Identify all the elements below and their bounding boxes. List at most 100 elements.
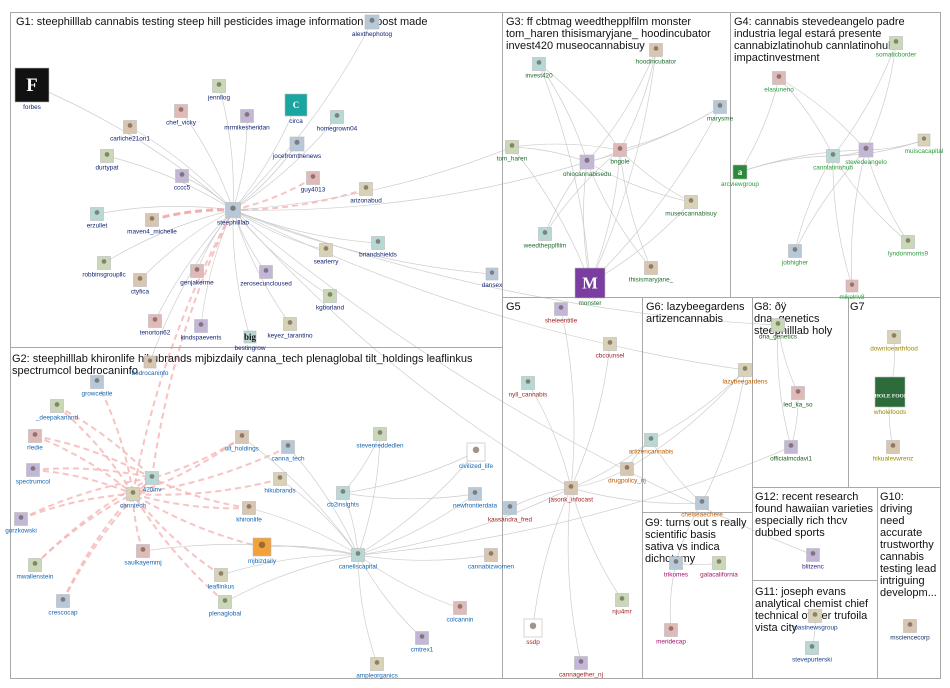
node-chelseaechere[interactable]: chelseaechere	[681, 496, 723, 519]
node-elasuneno[interactable]: elasuneno	[764, 71, 794, 94]
node-weedthepplfilm[interactable]: weedthepplfilm	[523, 227, 567, 250]
node-thisismaryjane_[interactable]: thisismaryjane_	[629, 261, 674, 284]
node-blitzenc[interactable]: blitzenc	[802, 548, 825, 571]
node-cccc5[interactable]: cccc5	[174, 169, 191, 192]
node-cmtrex1[interactable]: cmtrex1	[411, 631, 434, 654]
node-carliche21on1[interactable]: carliche21on1	[110, 120, 150, 143]
node-trikomes[interactable]: trikomes	[664, 556, 688, 579]
node-hikualevwrenz[interactable]: hikualevwrenz	[873, 440, 914, 463]
node-rledie[interactable]: rledie	[27, 429, 43, 452]
node-plenaglobal[interactable]: plenaglobal	[209, 595, 242, 618]
node-galacalifornia[interactable]: galacalifornia	[700, 556, 738, 579]
node-keyez_tarantino[interactable]: keyez_tarantino	[267, 317, 313, 340]
node-bngole[interactable]: bngole	[610, 143, 630, 166]
node-tom_haren[interactable]: tom_haren	[497, 140, 528, 163]
node-dansex[interactable]: dansex	[482, 267, 503, 289]
node-tilt_holdings[interactable]: tilt_holdings	[225, 430, 259, 453]
node-kgborland[interactable]: kgborland	[316, 289, 345, 312]
node-label: civilized_life	[459, 463, 494, 470]
node-canna_tech[interactable]: canna_tech	[271, 440, 305, 463]
node-nju4mr[interactable]: nju4mr	[612, 593, 633, 616]
node-steephilllab[interactable]: steephilllab	[217, 202, 249, 227]
node-stevenreddedlen[interactable]: stevenreddedlen	[356, 427, 404, 450]
node-cannabizwomen[interactable]: cannabizwomen	[468, 548, 515, 571]
node-bedrocaninfo[interactable]: bedrocaninfo	[132, 355, 169, 377]
node-420inv[interactable]: 420inv	[143, 471, 163, 494]
node-durtypat[interactable]: durtypat	[95, 149, 119, 172]
node-nyll_cannabis[interactable]: nyll_cannabis	[509, 376, 548, 399]
node-canellscapital[interactable]: canellscapital	[339, 548, 377, 571]
node-jobhigher[interactable]: jobhigher	[781, 244, 809, 267]
node-gorzkowski[interactable]: gorzkowski	[5, 512, 37, 535]
node-artizencannabis[interactable]: artizencannabis	[629, 433, 674, 456]
node-spectrumcol[interactable]: spectrumcol	[16, 463, 50, 486]
node-msciencecorp[interactable]: msciencecorp	[890, 619, 930, 642]
node-museocannabisuy[interactable]: museocannabisuy	[665, 195, 718, 218]
node-ctyfica[interactable]: ctyfica	[131, 273, 150, 296]
node-_deepakanand[interactable]: _deepakanand	[35, 399, 79, 422]
node-stevedeangelo[interactable]: stevedeangelo	[845, 142, 887, 166]
node-cb2insights[interactable]: cb2insights	[327, 486, 359, 509]
node-invest420[interactable]: invest420	[525, 57, 553, 80]
node-growcentle[interactable]: growcentle	[82, 375, 113, 398]
node-mikelriv8[interactable]: mikelriv8	[839, 279, 865, 301]
node-khironlife[interactable]: khironlife	[236, 501, 262, 524]
node-toastnewsgroup[interactable]: toastnewsgroup	[792, 609, 838, 632]
node-jocefromthenews[interactable]: jocefromthenews	[272, 136, 321, 160]
node-somaticborder[interactable]: somaticborder	[876, 36, 917, 59]
node-muiscacapital[interactable]: muiscacapital	[905, 133, 944, 155]
node-cannagether_nj[interactable]: cannagether_nj	[559, 656, 603, 679]
node-lazybeegardens[interactable]: lazybeegardens	[722, 363, 768, 386]
node-jasonk_infocast[interactable]: jasonk_infocast	[548, 481, 593, 504]
node-genjakerme[interactable]: genjakerme	[180, 264, 214, 287]
node-robbinsgroupllc[interactable]: robbinsgroupllc	[82, 256, 126, 279]
node-civilized_life[interactable]: civilized_life	[459, 442, 494, 470]
node-mrmikesheridan[interactable]: mrmikesheridan	[224, 109, 270, 132]
node-hikubrands[interactable]: hikubrands	[264, 472, 296, 495]
node-ampleorganics[interactable]: ampleorganics	[356, 657, 398, 680]
node-kindspaevents[interactable]: kindspaevents	[181, 319, 222, 342]
node-drugpolicy_nj[interactable]: drugpolicy_nj	[608, 462, 646, 485]
node-lyndonmorris9[interactable]: lyndonmorris9	[888, 235, 929, 258]
node-meridecap[interactable]: meridecap	[656, 623, 686, 646]
node-kassandra_fred[interactable]: kassandra_fred	[488, 501, 532, 524]
node-saulkayemmj[interactable]: saulkayemmj	[124, 544, 162, 567]
node-zerosecuncloused[interactable]: zerosecuncloused	[240, 265, 292, 288]
node-alexthephotog[interactable]: alexthephotog	[352, 14, 393, 38]
node-tenorton62[interactable]: tenorton62	[140, 314, 171, 337]
node-stevepurterski[interactable]: stevepurterski	[792, 641, 832, 664]
node-mwallenstein[interactable]: mwallenstein	[17, 558, 54, 581]
node-mjbizdaily[interactable]: mjbizdaily	[248, 537, 277, 565]
node-homegrown04[interactable]: homegrown04	[317, 110, 358, 133]
node-maven4_michelle[interactable]: maven4_michelle	[127, 213, 177, 236]
node-leaflinkus[interactable]: leaflinkus	[208, 568, 235, 591]
node-cbcounsel[interactable]: cbcounsel	[596, 337, 625, 360]
node-sheleentitle[interactable]: sheleentitle	[545, 302, 578, 325]
node-briandshields[interactable]: briandshields	[359, 236, 397, 259]
node-officialmcdavi1[interactable]: officialmcdavi1	[770, 440, 812, 463]
node-guy4013[interactable]: guy4013	[301, 171, 326, 194]
node-hoodincubator[interactable]: hoodincubator	[636, 43, 677, 66]
node-canntech[interactable]: canntech	[120, 487, 146, 510]
node-ssdp[interactable]: ssdp	[523, 618, 543, 646]
node-cannlatinohub[interactable]: cannlatinohub	[813, 149, 853, 172]
node-colcannin[interactable]: colcannin	[446, 601, 474, 624]
node-searlerry[interactable]: searlerry	[314, 243, 340, 266]
node-downtoearthfood[interactable]: downtoearthfood	[870, 330, 918, 353]
node-jennllog[interactable]: jennllog	[207, 79, 230, 102]
node-chef_vicky[interactable]: chef_vicky	[166, 104, 197, 127]
node-crescocap[interactable]: crescocap	[48, 594, 78, 617]
node-led_ka_so[interactable]: led_ka_so	[783, 386, 813, 409]
node-ohiocannabisedu[interactable]: ohiocannabisedu	[563, 154, 612, 178]
node-erzullet[interactable]: erzullet	[87, 207, 108, 230]
node-dna_genetics[interactable]: dna_genetics	[759, 318, 797, 341]
node-arizonabud[interactable]: arizonabud	[350, 182, 382, 205]
node-newfrontierdata[interactable]: newfrontierdata	[453, 487, 497, 510]
node-marysme[interactable]: marysme	[707, 100, 734, 123]
